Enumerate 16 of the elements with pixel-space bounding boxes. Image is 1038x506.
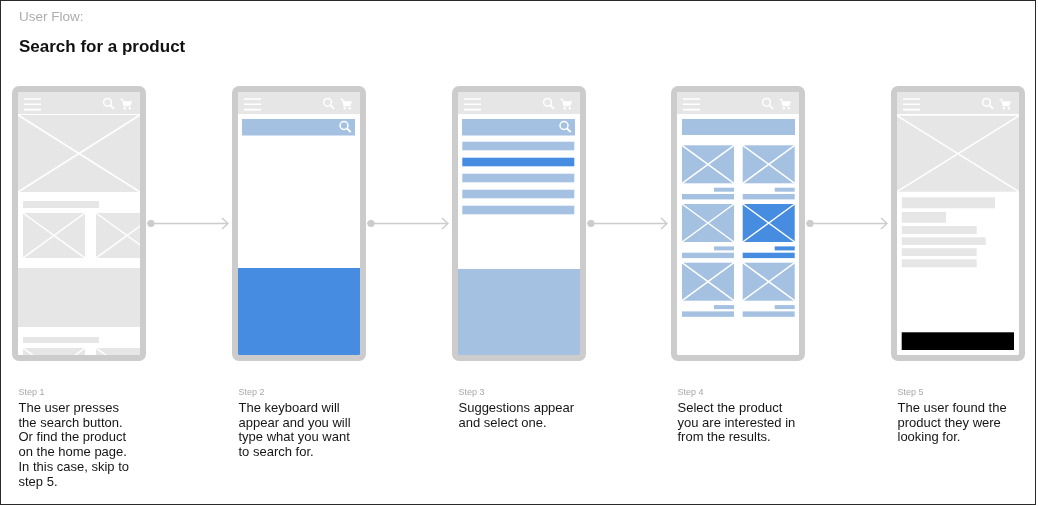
step-description: The user presses the search button. Or find the product on the home page. In this case, skip to step 5. [18, 401, 131, 490]
step-description: Suggestions appear and select one. [458, 401, 576, 431]
step-label: Step 2 [238, 387, 265, 398]
flow-arrow [146, 217, 229, 230]
flow-arrow [805, 217, 888, 230]
flow-arrow [366, 217, 449, 230]
step-description: The keyboard will appear and you will type what you want to search for. [238, 401, 352, 460]
step-label: Step 4 [677, 387, 704, 398]
step-label: Step 3 [458, 387, 485, 398]
step-label: Step 5 [897, 387, 924, 398]
flow-kicker: User Flow: [19, 9, 84, 25]
diagram-title: Search for a product [19, 36, 186, 58]
step-label: Step 1 [18, 387, 45, 398]
flow-arrow [586, 217, 668, 230]
step-description: The user found the product they were looking for. [897, 401, 1008, 446]
step-description: Select the product you are interested in from the results. [677, 401, 797, 446]
